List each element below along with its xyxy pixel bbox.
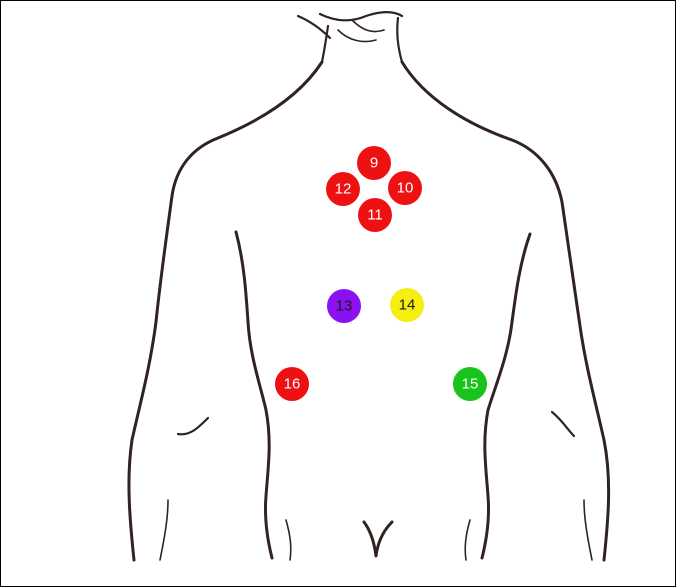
marker-10-label: 10 <box>397 180 414 197</box>
marker-12[interactable]: 12 <box>326 172 360 206</box>
marker-16-label: 16 <box>284 376 301 393</box>
torso-outline <box>129 12 609 560</box>
marker-13[interactable]: 13 <box>327 289 361 323</box>
marker-11[interactable]: 11 <box>358 198 392 232</box>
marker-9-label: 9 <box>370 155 378 172</box>
marker-10[interactable]: 10 <box>388 171 422 205</box>
marker-11-label: 11 <box>367 207 383 224</box>
marker-9[interactable]: 9 <box>357 146 391 180</box>
marker-16[interactable]: 16 <box>275 367 309 401</box>
marker-15[interactable]: 15 <box>453 367 487 401</box>
marker-12-label: 12 <box>335 181 352 198</box>
marker-13-label: 13 <box>336 298 353 315</box>
marker-15-label: 15 <box>462 376 479 393</box>
marker-14[interactable]: 14 <box>390 288 424 322</box>
marker-14-label: 14 <box>399 297 416 314</box>
